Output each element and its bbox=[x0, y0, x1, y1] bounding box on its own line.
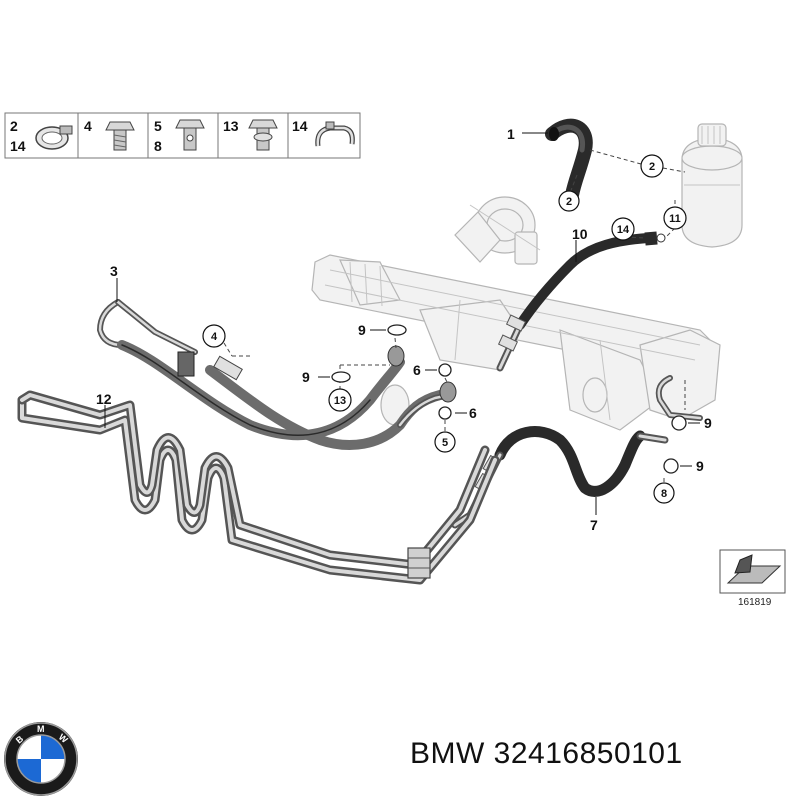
callout-label: 9 bbox=[704, 415, 712, 431]
callout-circle: 14 bbox=[611, 217, 635, 241]
svg-text:11: 11 bbox=[669, 213, 681, 225]
svg-text:13: 13 bbox=[334, 395, 346, 407]
hose-clamp-icon bbox=[35, 125, 73, 150]
callout-label: 9 bbox=[696, 458, 704, 474]
callout-label: 1 bbox=[507, 126, 515, 142]
svg-text:M: M bbox=[37, 724, 45, 734]
seal-ring-icon bbox=[331, 371, 351, 383]
callout-circle: 13 bbox=[328, 388, 352, 412]
callout-label: 9 bbox=[302, 369, 310, 385]
reservoir-ghost bbox=[681, 123, 743, 248]
bmw-logo-icon: B M W bbox=[4, 722, 78, 796]
svg-text:4: 4 bbox=[211, 331, 218, 343]
callout-circle: 11 bbox=[663, 206, 687, 230]
cooler-pipe-part-12 bbox=[17, 390, 500, 585]
svg-text:8: 8 bbox=[661, 488, 667, 500]
seal-ring-icon bbox=[438, 406, 452, 420]
catalog-number: 161819 bbox=[738, 597, 772, 608]
return-hose-part-10 bbox=[496, 231, 666, 372]
svg-text:14: 14 bbox=[617, 224, 630, 236]
steering-rack-ghost bbox=[311, 254, 721, 431]
parts-cell-banjo-bolt: 13 bbox=[223, 118, 278, 151]
callout-label: 10 bbox=[572, 226, 588, 242]
banjo-bolt-icon bbox=[248, 119, 278, 151]
callout-label: 6 bbox=[413, 362, 421, 378]
seal-ring-icon bbox=[671, 415, 687, 431]
callout-circle: 5 bbox=[434, 431, 456, 453]
parts-cell-bolt: 4 bbox=[84, 118, 135, 151]
seal-rings bbox=[331, 324, 687, 474]
part-number: 2 bbox=[10, 118, 18, 134]
outlet-pipes bbox=[655, 375, 703, 421]
parts-table: 2 14 4 5 8 bbox=[4, 112, 361, 159]
svg-text:2: 2 bbox=[566, 196, 572, 208]
callout-numbers: 1 3 6 6 7 9 9 9 9 10 12 bbox=[96, 126, 712, 533]
arrow-head-icon bbox=[734, 554, 753, 574]
part-number: 13 bbox=[223, 118, 239, 134]
part-number: 5 bbox=[154, 118, 162, 134]
callout-label: 12 bbox=[96, 391, 112, 407]
svg-text:B: B bbox=[14, 733, 26, 745]
parts-cell-clamp: 2 14 bbox=[10, 118, 73, 154]
leader-lines bbox=[104, 132, 700, 515]
seal-ring-icon bbox=[663, 458, 679, 474]
callout-circle: 4 bbox=[202, 324, 226, 348]
callout-label: 6 bbox=[469, 405, 477, 421]
callout-label: 3 bbox=[110, 263, 118, 279]
pressure-hose-part-3 bbox=[97, 299, 457, 450]
part-number: 8 bbox=[154, 138, 162, 154]
callout-circle: 8 bbox=[653, 482, 675, 504]
callout-circle: 2 bbox=[558, 190, 580, 212]
power-steering-pump-ghost bbox=[454, 196, 541, 265]
circled-callouts: 2 2 4 5 8 11 13 14 bbox=[202, 154, 687, 504]
part-caption: BMW 32416850101 bbox=[410, 737, 683, 770]
parts-cell-hollow-bolt: 5 8 bbox=[154, 118, 205, 154]
callout-circle: 2 bbox=[640, 154, 664, 178]
callout-label: 9 bbox=[358, 322, 366, 338]
part-number: 14 bbox=[292, 118, 308, 134]
callout-label: 7 bbox=[590, 517, 598, 533]
part-number: 4 bbox=[84, 118, 92, 134]
part-number: 14 bbox=[10, 138, 26, 154]
bolt-icon bbox=[105, 121, 135, 151]
svg-text:5: 5 bbox=[442, 437, 448, 449]
seal-ring-icon bbox=[438, 363, 452, 377]
suction-hose-part-1 bbox=[545, 118, 593, 202]
view-direction-box bbox=[719, 549, 786, 594]
parts-cell-spring-clip: 14 bbox=[292, 118, 355, 147]
spring-clip-icon bbox=[315, 121, 355, 147]
hollow-bolt-icon bbox=[175, 119, 205, 151]
svg-text:2: 2 bbox=[649, 161, 655, 173]
seal-ring-icon bbox=[387, 324, 407, 336]
